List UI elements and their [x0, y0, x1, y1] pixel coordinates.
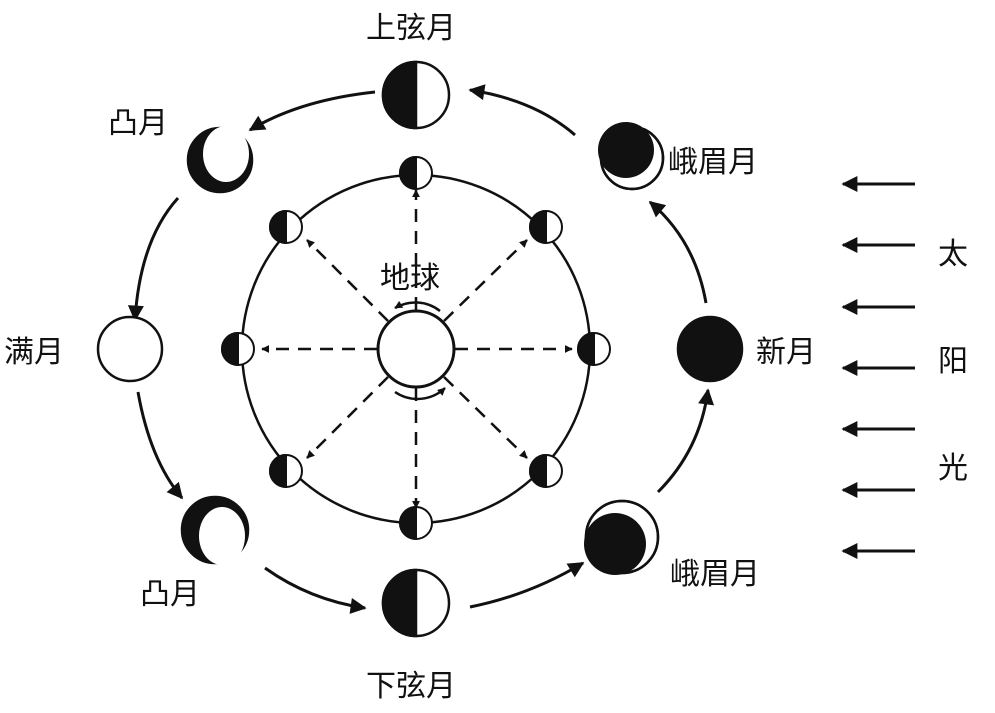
gibbous-moon-lower [180, 495, 250, 565]
inner-moon-upper-right [529, 209, 563, 245]
inner-moon-bottom [399, 505, 433, 541]
inner-moon-right [577, 331, 611, 367]
orbit-arrow-1 [468, 84, 576, 137]
earth-label: 地球 [380, 261, 440, 296]
earth-rotation-arrow [394, 300, 441, 312]
inner-moon-left [221, 331, 255, 367]
crescent-moon-lower [584, 499, 660, 575]
inner-moon-top [399, 155, 433, 191]
orbit-arrow-6 [469, 561, 585, 609]
dashed-rays [261, 189, 573, 509]
inner-moon-upper-left [269, 209, 303, 245]
inner-moons [221, 155, 611, 541]
label-waning-gibbous: 凸月 [140, 577, 200, 612]
orbit-arrow-3 [127, 196, 180, 322]
orbit-arrow-2 [248, 90, 376, 132]
orbit-arrow-5 [264, 566, 367, 614]
last-quarter-moon [381, 568, 451, 638]
label-first-quarter: 上弦月 [366, 11, 456, 46]
label-crescent-lower: 峨眉月 [670, 557, 760, 592]
crescent-moon-upper [598, 122, 665, 191]
full-moon [96, 315, 164, 383]
sunlight-arrows [841, 176, 915, 559]
orbit-arrow-7 [656, 388, 715, 494]
inner-moon-lower-left [269, 453, 303, 489]
label-new-moon: 新月 [756, 335, 816, 370]
label-full-moon: 满月 [4, 335, 64, 370]
label-waxing-gibbous: 凸月 [108, 106, 168, 141]
earth-rotation-arrow-lower [394, 387, 446, 401]
sun-label-1: 太 [938, 237, 968, 272]
label-crescent-upper: 峨眉月 [668, 145, 758, 180]
orbit-arrow-8 [648, 200, 708, 304]
new-moon [676, 315, 744, 383]
sun-label-3: 光 [938, 451, 968, 486]
outer-moons [96, 60, 744, 638]
label-last-quarter: 下弦月 [366, 669, 456, 704]
outer-orbit [127, 84, 715, 614]
orbit-arrow-4 [136, 391, 184, 500]
gibbous-moon-upper [186, 126, 254, 194]
first-quarter-moon [381, 60, 451, 130]
earth [376, 309, 456, 389]
sun-label-2: 阳 [938, 344, 968, 379]
inner-moon-lower-right [529, 453, 563, 489]
